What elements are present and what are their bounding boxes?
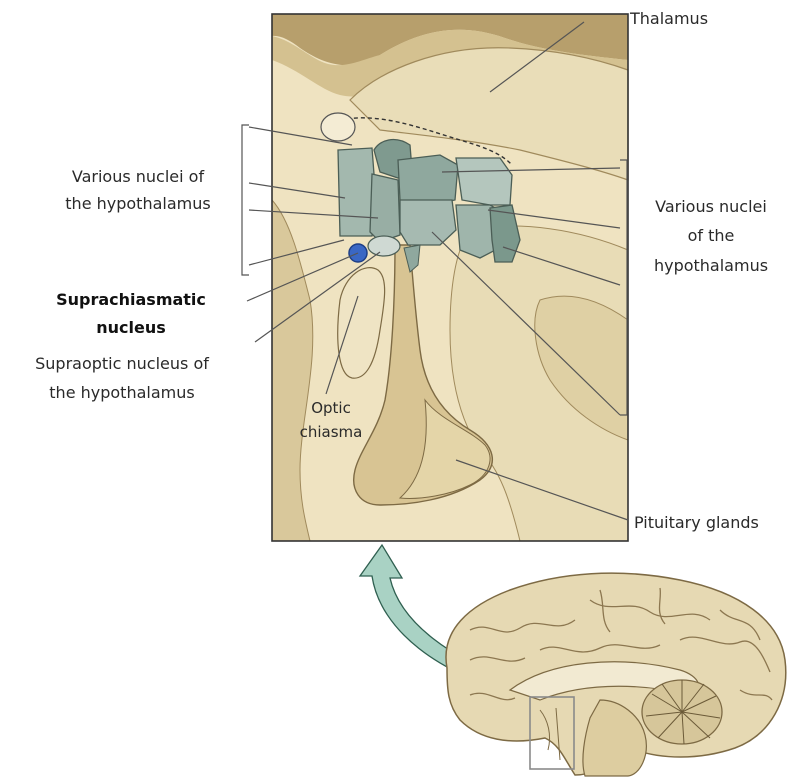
label-supraoptic-line1: Supraoptic nucleus of xyxy=(8,353,236,375)
label-optic-chiasma-line2: chiasma xyxy=(283,422,379,442)
zoom-panel xyxy=(272,14,628,541)
brain-illustration xyxy=(446,573,786,776)
label-nuclei-right-line1: Various nuclei xyxy=(636,196,786,218)
label-optic-chiasma-line1: Optic xyxy=(283,398,379,418)
label-suprachiasmatic-line2: nucleus xyxy=(38,317,224,339)
label-nuclei-left-line2: the hypothalamus xyxy=(48,193,228,215)
cerebellum xyxy=(642,680,722,744)
label-pituitary-glands: Pituitary glands xyxy=(634,512,759,534)
label-suprachiasmatic-line1: Suprachiasmatic xyxy=(38,289,224,311)
label-supraoptic-line2: the hypothalamus xyxy=(8,382,236,404)
label-nuclei-left-line1: Various nuclei of xyxy=(48,166,228,188)
label-nuclei-right-line2: of the xyxy=(636,225,786,247)
label-nuclei-right-line3: hypothalamus xyxy=(636,255,786,277)
label-thalamus: Thalamus xyxy=(630,8,708,30)
